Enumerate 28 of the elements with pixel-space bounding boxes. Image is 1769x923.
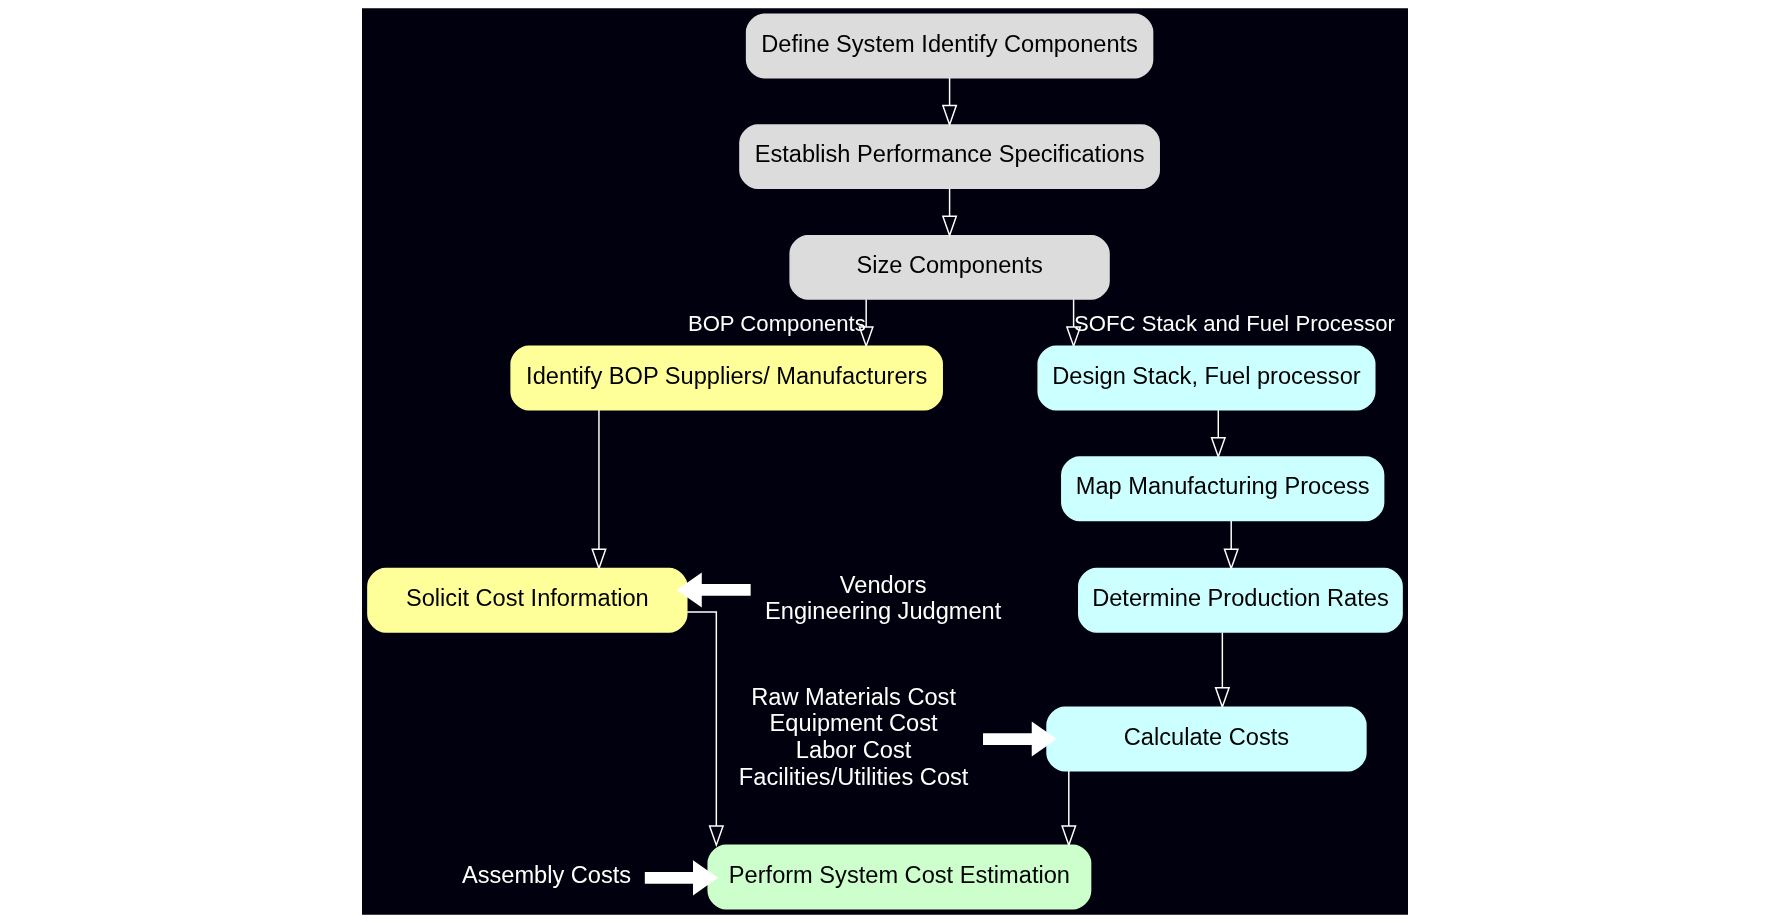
arrow <box>982 721 1057 757</box>
arrow <box>857 298 874 349</box>
edge-label: SOFC Stack and Fuel Processor <box>1073 310 1395 336</box>
node-box: Perform System Cost Estimation <box>706 844 1091 910</box>
node-box: Design Stack, Fuel processor <box>1036 345 1375 411</box>
arrow <box>1214 631 1230 710</box>
arrow <box>941 187 957 238</box>
node-box: Solicit Cost Information <box>366 567 688 633</box>
node-text: Assembly Costs <box>461 861 631 888</box>
edge-label: BOP Components <box>687 310 866 336</box>
arrow <box>685 611 724 848</box>
node-box: Establish Performance Specifications <box>738 124 1160 190</box>
arrow <box>676 572 751 608</box>
node-box: Calculate Costs <box>1045 706 1367 772</box>
arrow <box>644 860 718 896</box>
node-box: Determine Production Rates <box>1077 567 1403 633</box>
arrow <box>1222 520 1239 571</box>
node-box: Identify BOP Suppliers/ Manufacturers <box>509 345 943 411</box>
arrow <box>1065 298 1081 349</box>
arrow <box>590 409 607 571</box>
arrow <box>1210 409 1226 460</box>
node-box: Size Components <box>788 234 1110 300</box>
node-box: Define System Identify Components <box>745 13 1153 79</box>
node-box: Map Manufacturing Process <box>1060 456 1384 522</box>
arrow <box>941 77 957 127</box>
node-text: Vendors Engineering Judgment <box>764 571 1001 625</box>
arrow <box>1060 770 1077 848</box>
node-text: Raw Materials Cost Equipment Cost Labor Cost Facilities/Utilities Cost <box>738 683 968 790</box>
